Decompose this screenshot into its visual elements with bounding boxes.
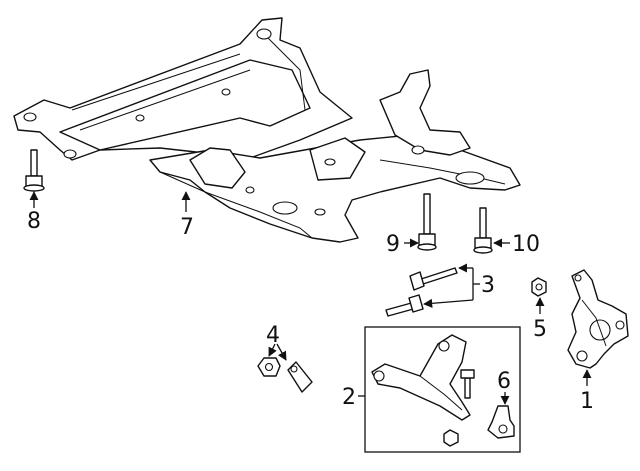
bolt-10 bbox=[473, 207, 493, 254]
callout-10: 10 bbox=[512, 232, 540, 257]
leader-lines bbox=[29, 191, 592, 405]
callout-3: 3 bbox=[481, 273, 495, 298]
callout-9: 9 bbox=[386, 232, 400, 257]
steering-knuckle-1 bbox=[567, 269, 629, 369]
nut-and-bracket-4 bbox=[257, 357, 313, 393]
bolt-9 bbox=[417, 193, 437, 251]
callout-7: 7 bbox=[180, 215, 194, 240]
callout-6: 6 bbox=[497, 369, 511, 394]
callout-4: 4 bbox=[266, 323, 280, 348]
nut-5 bbox=[531, 277, 547, 297]
callout-1: 1 bbox=[580, 389, 594, 414]
callout-5: 5 bbox=[533, 317, 547, 342]
bolt-8 bbox=[23, 149, 45, 192]
ball-joint-6 bbox=[487, 405, 515, 439]
bolts-3 bbox=[385, 267, 458, 317]
subframe-crossmember bbox=[13, 17, 521, 243]
callout-8: 8 bbox=[27, 209, 41, 234]
control-arm-box-2 bbox=[364, 326, 521, 453]
callout-2: 2 bbox=[342, 385, 356, 410]
